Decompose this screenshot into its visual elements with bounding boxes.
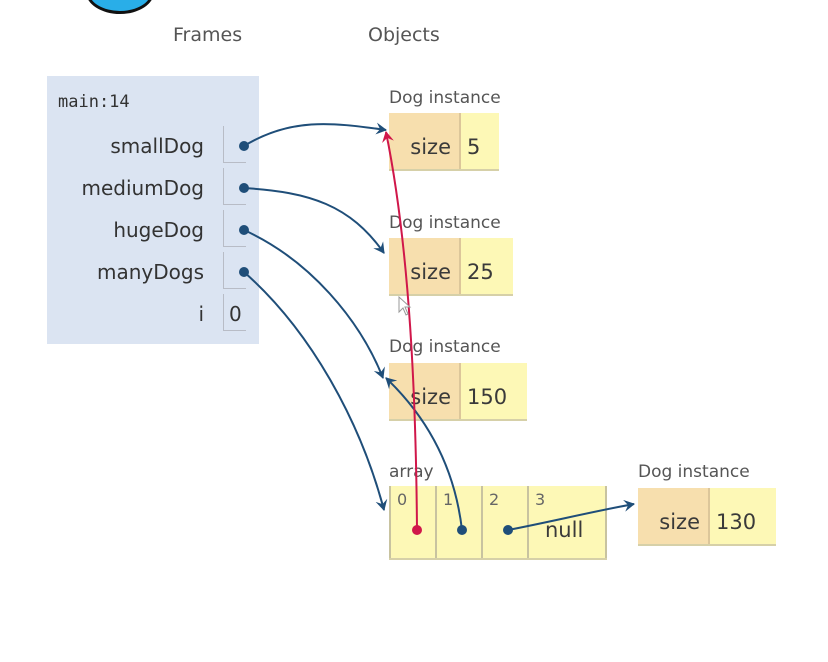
object-label: Dog instance	[638, 462, 750, 482]
field-name: size	[389, 113, 461, 169]
variable-value: 0	[223, 294, 246, 331]
object-label: Dog instance	[389, 213, 501, 233]
array-cell: 1	[435, 486, 481, 558]
field-name: size	[389, 238, 461, 294]
field-name-text: size	[659, 510, 700, 534]
pointer-arrow	[243, 122, 387, 147]
array-index: 1	[443, 490, 454, 509]
array-cell: 0	[389, 486, 435, 558]
variable-name: hugeDog	[113, 218, 204, 242]
field-value: 150	[461, 363, 527, 419]
array-index: 3	[535, 490, 546, 509]
dog-instance-4[interactable]: size 130	[638, 488, 776, 546]
variable-value-pointer[interactable]	[223, 252, 246, 289]
variable-value-pointer[interactable]	[223, 126, 246, 163]
pointer-arrow	[243, 229, 385, 379]
pointer-arrow	[243, 271, 388, 511]
variable-row: manyDogs	[47, 252, 259, 294]
object-label: Dog instance	[389, 337, 501, 357]
frame-title: main:14	[58, 92, 130, 112]
field-value: 25	[461, 238, 513, 294]
array-value-null: null	[545, 518, 584, 542]
dog-instance-3[interactable]: size 150	[389, 363, 527, 421]
variable-row: smallDog	[47, 126, 259, 168]
variable-name: smallDog	[110, 134, 204, 158]
field-name: size	[638, 488, 710, 544]
dog-instance-1[interactable]: size 5	[389, 113, 499, 171]
dog-instance-2[interactable]: size 25	[389, 238, 513, 296]
field-name: size	[389, 363, 461, 419]
array-object[interactable]: 0 1 2 3 null	[389, 486, 607, 560]
field-value-text: 5	[467, 135, 481, 159]
stack-frame-main: main:14 smallDog mediumDog hugeDog manyD…	[47, 76, 259, 344]
field-value: 5	[461, 113, 499, 169]
field-value-text: 150	[467, 385, 508, 409]
variable-value-pointer[interactable]	[223, 210, 246, 247]
array-cell: 2	[481, 486, 527, 558]
pointer-arrow	[243, 187, 385, 254]
frames-header: Frames	[173, 24, 243, 46]
field-name-text: size	[410, 135, 451, 159]
array-label: array	[389, 462, 434, 482]
variable-name: i	[198, 302, 204, 326]
variable-row: hugeDog	[47, 210, 259, 252]
variable-row: i 0	[47, 294, 259, 336]
objects-header: Objects	[368, 24, 440, 46]
mouse-cursor-icon	[398, 296, 412, 316]
logo-icon	[86, 0, 154, 14]
array-cell: 3 null	[527, 486, 607, 558]
field-name-text: size	[410, 385, 451, 409]
array-index: 0	[397, 490, 408, 509]
field-value: 130	[710, 488, 776, 544]
array-index: 2	[489, 490, 500, 509]
variable-value-text: 0	[229, 302, 242, 326]
variable-value-pointer[interactable]	[223, 168, 246, 205]
field-name-text: size	[410, 260, 451, 284]
variable-name: mediumDog	[81, 176, 204, 200]
object-label: Dog instance	[389, 88, 501, 108]
field-value-text: 25	[467, 260, 494, 284]
variable-row: mediumDog	[47, 168, 259, 210]
field-value-text: 130	[716, 510, 757, 534]
variable-name: manyDogs	[96, 260, 204, 284]
